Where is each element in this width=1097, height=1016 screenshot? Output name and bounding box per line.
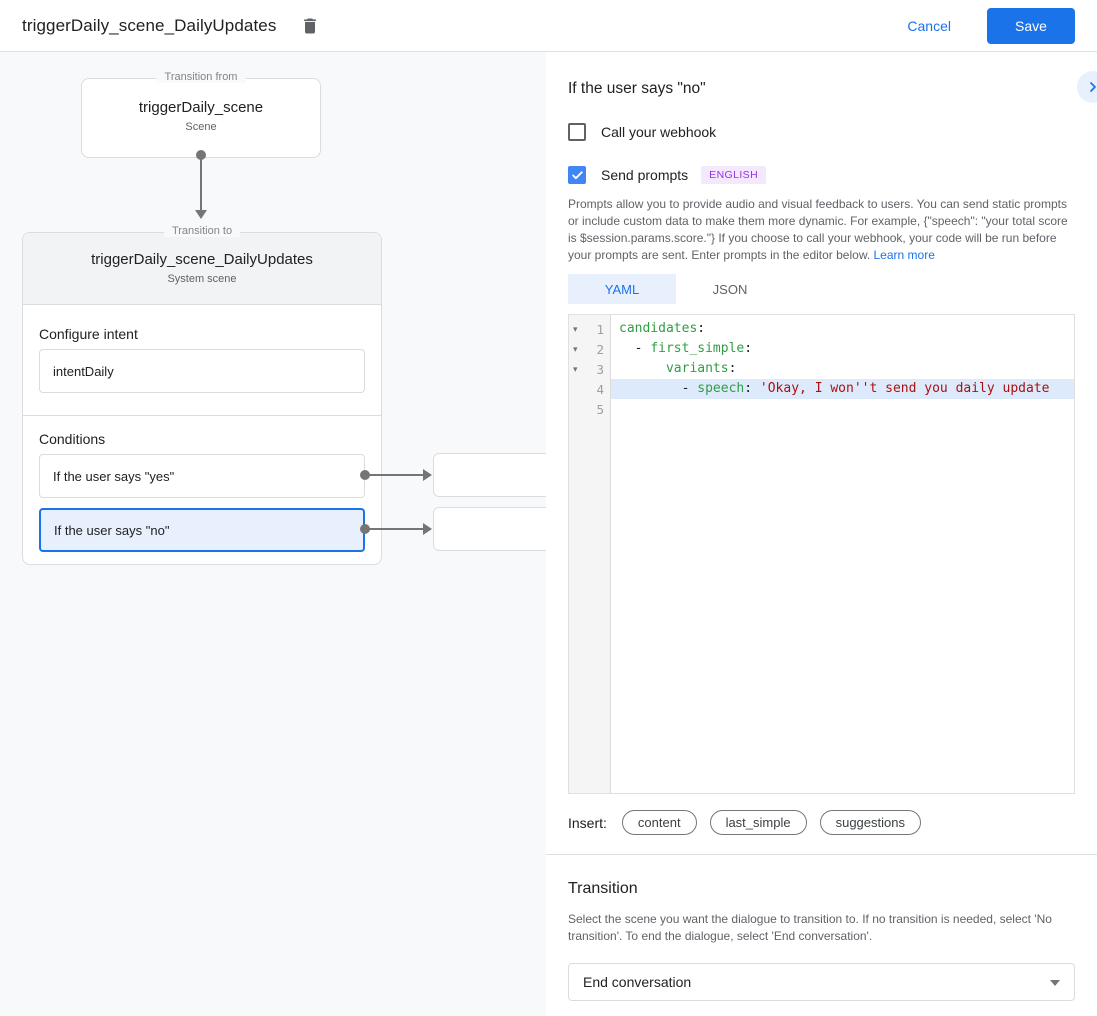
conditions-label: Conditions [39,431,106,447]
condition-no-connector [365,528,423,530]
dropdown-caret-icon [1050,980,1060,986]
transition-dropdown[interactable]: End conversation [568,963,1075,1001]
transition-target-box-no[interactable] [433,507,546,551]
line-number: 5 [596,401,604,417]
gutter-line: 5 [569,399,610,419]
cancel-button[interactable]: Cancel [907,17,951,34]
tab-json[interactable]: JSON [712,281,748,297]
fold-arrow-icon[interactable]: ▾ [573,323,578,334]
insert-row: Insert: content last_simple suggestions [568,810,1075,835]
connector-line [200,155,202,212]
insert-label: Insert: [568,814,607,831]
to-card-header[interactable]: Transition to triggerDaily_scene_DailyUp… [23,225,381,305]
transition-from-card[interactable]: Transition from triggerDaily_scene Scene [81,71,321,158]
fold-arrow-icon[interactable]: ▾ [573,363,578,374]
condition-no-arrowhead-icon [423,523,432,535]
to-scene-name: triggerDaily_scene_DailyUpdates [91,251,313,268]
trash-icon [300,16,320,36]
gutter-line: 4 [569,379,610,399]
condition-yes-label: If the user says "yes" [53,468,175,484]
connector-arrowhead-icon [195,210,207,219]
chevron-right-icon [1085,79,1097,95]
to-scene-type: System scene [167,273,237,285]
page-title: triggerDaily_scene_DailyUpdates [22,15,277,35]
condition-yes-connector [365,474,423,476]
transition-description: Select the scene you want the dialogue t… [568,912,1052,943]
save-button[interactable]: Save [987,7,1075,44]
panel-title: If the user says "no" [568,80,706,97]
code-line-5[interactable] [611,399,1074,419]
section-divider [546,854,1097,855]
condition-no-label: If the user says "no" [54,522,170,538]
send-prompts-label: Send prompts [601,167,689,183]
scene-flow-canvas: Transition from triggerDaily_scene Scene… [0,52,546,1016]
tab-yaml[interactable]: YAML [568,274,676,304]
gutter-line: ▾2 [569,339,610,359]
webhook-label: Call your webhook [601,124,717,140]
transition-target-box-yes[interactable] [433,453,546,497]
condition-details-panel: If the user says "no" Call your webhook … [546,52,1097,1016]
from-scene-type: Scene [185,121,217,133]
editor-tabs: YAML JSON [568,274,1075,304]
insert-chip-suggestions[interactable]: suggestions [819,810,921,835]
transition-dropdown-value: End conversation [583,974,692,990]
collapse-panel-button[interactable] [1077,71,1097,103]
condition-row-yes[interactable]: If the user says "yes" [39,454,365,498]
code-line-3[interactable]: variants: [665,361,737,376]
language-badge: ENGLISH [701,166,767,184]
transition-to-legend: Transition to [163,225,241,237]
insert-chips: content last_simple suggestions [621,810,934,835]
gutter-line: ▾3 [569,359,610,379]
send-prompts-checkbox[interactable] [568,166,586,184]
webhook-checkbox[interactable] [568,123,586,141]
fold-arrow-icon[interactable]: ▾ [573,343,578,354]
learn-more-link[interactable]: Learn more [873,248,935,262]
line-number: 4 [596,381,604,397]
code-line-1[interactable]: candidates: [619,321,706,336]
transition-title: Transition [568,880,638,897]
card-divider [23,415,381,416]
transition-from-legend: Transition from [156,71,246,83]
intent-field[interactable]: intentDaily [39,349,365,393]
code-line-4[interactable]: - speech: 'Okay, I won''t send you daily… [611,379,1074,399]
from-scene-name: triggerDaily_scene [138,99,264,116]
configure-intent-label: Configure intent [39,326,138,342]
top-bar: triggerDaily_scene_DailyUpdates Cancel S… [0,0,1097,52]
code-line-2[interactable]: - first_simple: [619,341,753,356]
gutter-line: ▾1 [569,319,610,339]
line-number: 3 [596,361,604,377]
delete-button[interactable] [298,14,322,38]
webhook-row: Call your webhook [568,123,1075,141]
line-number: 1 [596,321,604,337]
insert-chip-content[interactable]: content [621,810,697,835]
condition-yes-arrowhead-icon [423,469,432,481]
line-number: 2 [596,341,604,357]
transition-section: Transition Select the scene you want the… [568,855,1075,1001]
checkmark-icon [571,169,584,182]
prompts-description: Prompts allow you to provide audio and v… [568,197,1068,262]
condition-row-no[interactable]: If the user says "no" [39,508,365,552]
code-lines[interactable]: candidates: - first_simple: variants: - … [611,315,1074,793]
insert-chip-last_simple[interactable]: last_simple [709,810,807,835]
transition-to-card: Transition to triggerDaily_scene_DailyUp… [22,225,382,565]
intent-value: intentDaily [53,363,114,379]
send-prompts-row: Send prompts ENGLISH [568,166,1075,184]
